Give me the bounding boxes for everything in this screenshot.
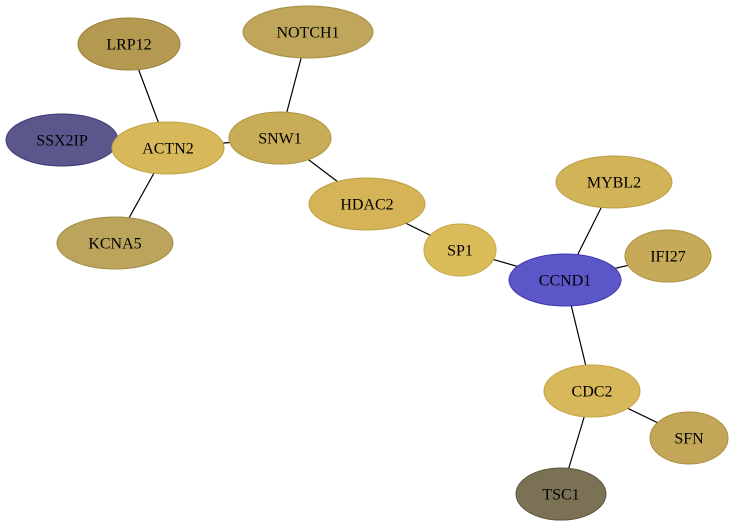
node-actn2[interactable]: ACTN2 <box>111 121 225 175</box>
node-label: HDAC2 <box>340 197 393 214</box>
node-ellipse <box>242 5 374 59</box>
node-label: MYBL2 <box>587 175 641 192</box>
node-label: SFN <box>674 431 704 448</box>
node-ellipse <box>423 223 497 277</box>
node-ellipse <box>515 467 607 521</box>
node-ellipse <box>624 229 712 283</box>
node-label: SSX2IP <box>36 133 88 150</box>
node-label: ACTN2 <box>142 141 194 158</box>
node-label: TSC1 <box>542 487 579 504</box>
node-ccnd1[interactable]: CCND1 <box>508 253 622 307</box>
node-label: IFI27 <box>650 249 686 266</box>
node-ellipse <box>543 364 641 418</box>
node-ifi27[interactable]: IFI27 <box>624 229 712 283</box>
node-snw1[interactable]: SNW1 <box>228 111 332 165</box>
node-label: CDC2 <box>572 384 613 401</box>
node-hdac2[interactable]: HDAC2 <box>308 177 426 231</box>
node-notch1[interactable]: NOTCH1 <box>242 5 374 59</box>
node-ellipse <box>508 253 622 307</box>
node-ssx2ip[interactable]: SSX2IP <box>5 113 119 167</box>
node-lrp12[interactable]: LRP12 <box>77 17 181 71</box>
node-ellipse <box>308 177 426 231</box>
node-label: LRP12 <box>106 37 151 54</box>
node-ellipse <box>77 17 181 71</box>
node-ellipse <box>649 411 729 465</box>
node-ellipse <box>228 111 332 165</box>
node-cdc2[interactable]: CDC2 <box>543 364 641 418</box>
node-ellipse <box>56 216 174 270</box>
node-label: KCNA5 <box>88 236 141 253</box>
node-tsc1[interactable]: TSC1 <box>515 467 607 521</box>
node-ellipse <box>555 155 673 209</box>
node-kcna5[interactable]: KCNA5 <box>56 216 174 270</box>
node-ellipse <box>111 121 225 175</box>
node-sfn[interactable]: SFN <box>649 411 729 465</box>
node-label: SP1 <box>447 243 473 260</box>
node-label: NOTCH1 <box>276 25 339 42</box>
node-label: CCND1 <box>539 273 591 290</box>
node-mybl2[interactable]: MYBL2 <box>555 155 673 209</box>
node-sp1[interactable]: SP1 <box>423 223 497 277</box>
node-label: SNW1 <box>258 131 302 148</box>
